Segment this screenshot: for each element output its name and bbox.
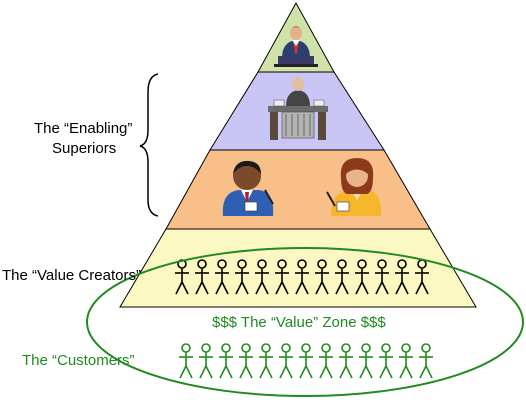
stick-figure-icon bbox=[239, 343, 253, 379]
stick-figure-icon bbox=[419, 343, 433, 379]
stick-figure-icon bbox=[299, 343, 313, 379]
superiors-bracket bbox=[139, 73, 159, 217]
stick-figure-icon bbox=[359, 343, 373, 379]
stick-figure-icon bbox=[279, 343, 293, 379]
stick-figure-icon bbox=[259, 343, 273, 379]
stick-figure-icon bbox=[315, 259, 329, 295]
enabling-superiors-label-line1: The “Enabling” bbox=[34, 120, 133, 137]
value-zone-ellipse bbox=[86, 247, 524, 397]
stick-figure-icon bbox=[199, 343, 213, 379]
customers-label: The “Customers” bbox=[22, 352, 135, 369]
stick-figure-icon bbox=[179, 343, 193, 379]
enabling-superiors-label-line2: Superiors bbox=[52, 140, 117, 157]
pyramid-tier-3 bbox=[165, 149, 431, 230]
customers-group bbox=[179, 343, 433, 379]
manager-at-desk-icon bbox=[268, 77, 328, 140]
stick-figure-icon bbox=[379, 343, 393, 379]
stick-figure-icon bbox=[319, 343, 333, 379]
stick-figure-icon bbox=[355, 259, 369, 295]
stick-figure-icon bbox=[195, 259, 209, 295]
stick-figure-icon bbox=[339, 343, 353, 379]
stick-figure-icon bbox=[395, 259, 409, 295]
stick-figure-icon bbox=[295, 259, 309, 295]
businesswoman-writing-icon bbox=[326, 158, 382, 216]
stick-figure-icon bbox=[235, 259, 249, 295]
stick-figure-icon bbox=[255, 259, 269, 295]
stick-figure-icon bbox=[375, 259, 389, 295]
businessman-writing-icon bbox=[222, 160, 274, 216]
stick-figure-icon bbox=[335, 259, 349, 295]
value-creators-label: The “Value Creators” bbox=[2, 267, 141, 284]
pyramid-tier-base bbox=[119, 228, 477, 308]
stick-figure-icon bbox=[399, 343, 413, 379]
executive-at-desk-icon bbox=[274, 26, 318, 67]
stick-figure-icon bbox=[215, 259, 229, 295]
value-creators-group bbox=[175, 259, 429, 295]
value-zone-label: $$$ The “Value” Zone $$$ bbox=[212, 314, 386, 331]
stick-figure-icon bbox=[219, 343, 233, 379]
stick-figure-icon bbox=[275, 259, 289, 295]
